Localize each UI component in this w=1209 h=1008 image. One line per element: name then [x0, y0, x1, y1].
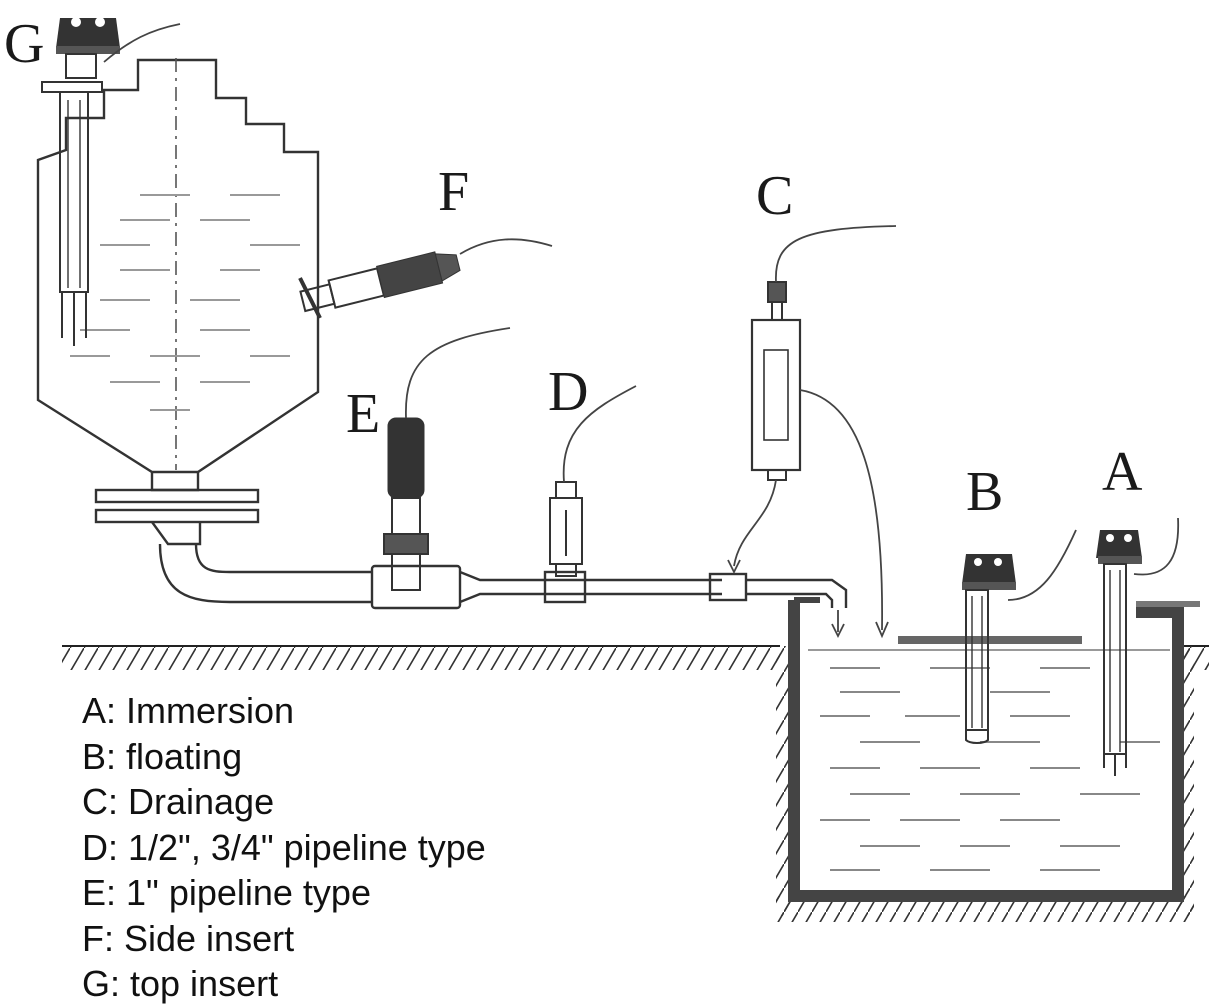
label-b: B [966, 461, 1003, 523]
sensor-f-side-insert [298, 238, 553, 319]
label-d: D [548, 361, 588, 423]
sensor-b-floating [962, 529, 1077, 744]
legend: A: Immersion B: floating C: Drainage D: … [82, 688, 486, 1007]
sensor-a-immersion [1096, 517, 1180, 776]
label-g: G [4, 13, 44, 75]
label-a: A [1102, 441, 1143, 503]
legend-item-e: E: 1" pipeline type [82, 872, 371, 913]
vessel [36, 58, 320, 546]
label-f: F [438, 161, 469, 223]
sensor-d-half-inch-pipeline [549, 385, 637, 577]
sensor-g-top-insert [41, 17, 181, 346]
legend-item-c: C: Drainage [82, 781, 275, 822]
sensor-e-1in-pipeline [383, 327, 511, 591]
legend-item-b: B: floating [82, 735, 243, 777]
open-pool [788, 597, 1200, 902]
legend-item-a: A: Immersion [82, 690, 295, 731]
legend-item-f: F: Side insert [82, 917, 295, 959]
pipeline [158, 543, 848, 610]
legend-item-d: D: 1/2", 3/4" pipeline type [82, 826, 486, 868]
label-c: C [756, 165, 793, 227]
label-e: E [346, 383, 380, 445]
legend-item-g: G: top insert [82, 963, 279, 1004]
sensor-c-drainage [727, 225, 897, 639]
